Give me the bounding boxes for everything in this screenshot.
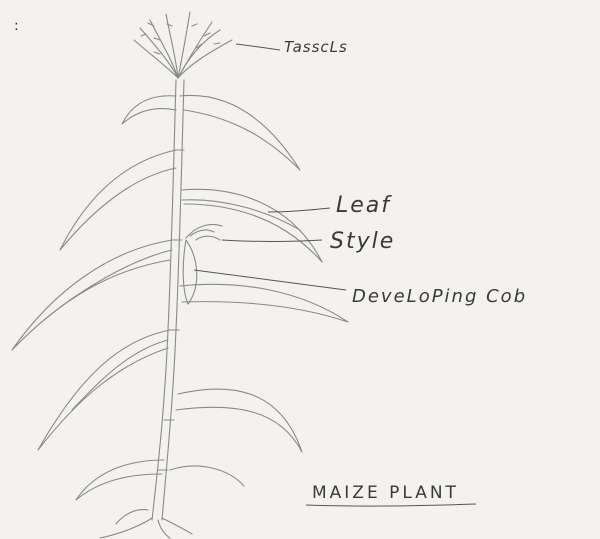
maize-plant-drawing xyxy=(12,12,348,538)
style-pointer xyxy=(222,240,322,242)
leaf-mid-left xyxy=(60,150,176,250)
cob-pointer xyxy=(194,270,346,290)
corner-mark: : xyxy=(14,18,19,34)
label-tassels: TasscLs xyxy=(284,38,348,56)
leaf-pointer xyxy=(268,208,330,212)
label-leaf: Leaf xyxy=(336,193,392,218)
cob-drawing xyxy=(183,240,197,304)
tassels-pointer xyxy=(236,44,280,50)
stalk-right-edge xyxy=(162,80,184,520)
title-underline xyxy=(306,504,476,506)
pointer-lines xyxy=(194,44,346,290)
stalk-left-edge xyxy=(152,80,176,520)
label-style: Style xyxy=(330,229,395,254)
label-developing-cob: DeveLoPing Cob xyxy=(352,286,527,307)
leaf-upper-right xyxy=(180,95,300,170)
tassels-drawing xyxy=(134,12,232,78)
diagram-title: MAIZE PLANT xyxy=(312,483,459,503)
